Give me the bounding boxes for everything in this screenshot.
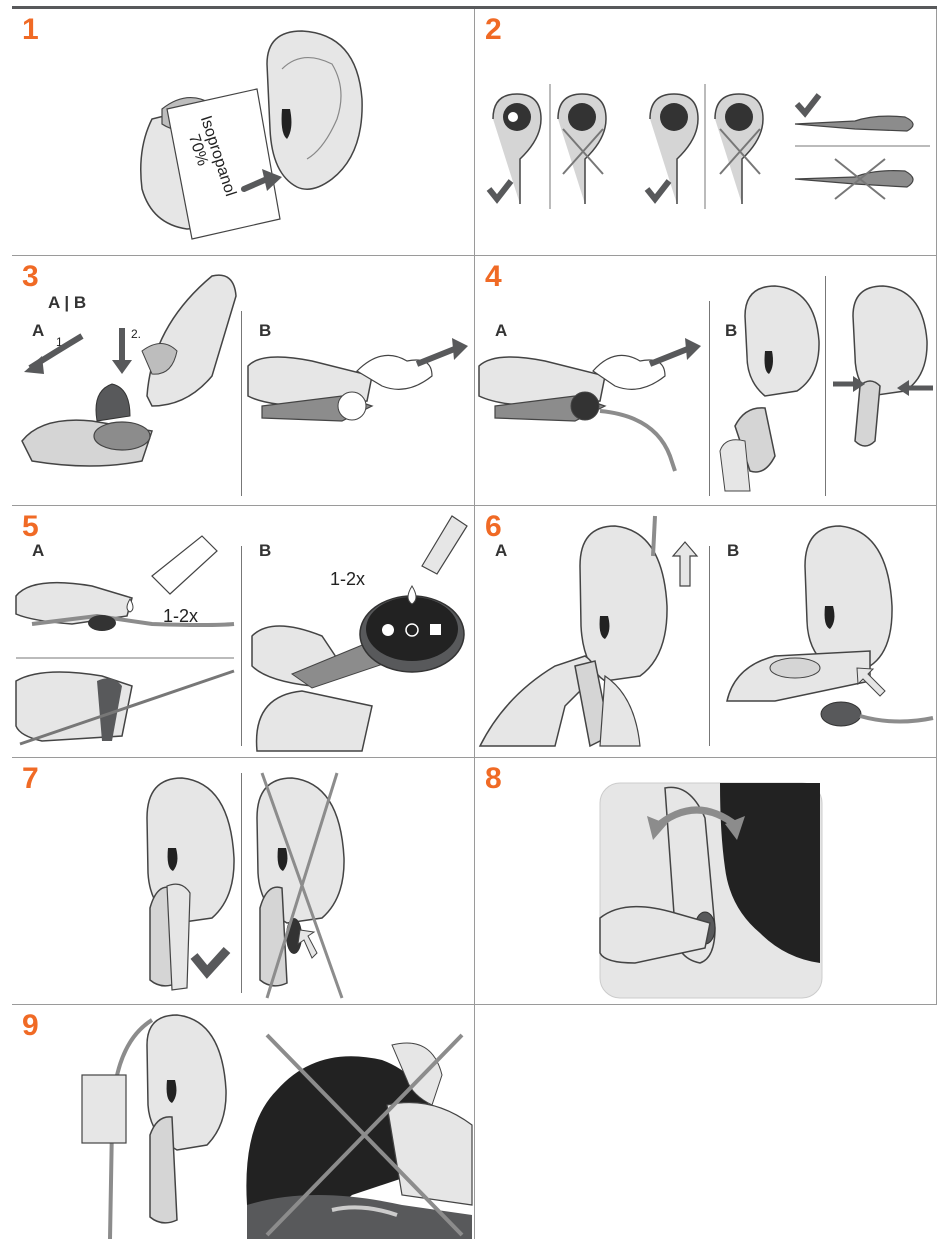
step-5-panel: 5 A B 1-2x 1-2x (12, 506, 475, 758)
sensor-correct-2 (650, 94, 698, 204)
empty-panel (475, 1005, 937, 1239)
step-1-panel: 1 Isopropanol 70% (12, 9, 475, 256)
step-9-panel: 9 (12, 1005, 475, 1239)
step-3-panel: 3 A | B A 1. 2. B (12, 256, 475, 506)
check-icon (647, 181, 669, 199)
step-2-panel: 2 (475, 9, 937, 256)
sensor-wrong-1 (558, 94, 606, 204)
instruction-grid: 1 Isopropanol 70% 2 (12, 9, 937, 1239)
step-8-panel: 8 (475, 758, 937, 1005)
drop-closeup-illustration (12, 506, 475, 758)
adjust-sensor-illustration (475, 758, 937, 1005)
arrow-icon (417, 348, 457, 364)
sensor-comparison-illustration (475, 9, 937, 256)
sensor-side-correct (795, 116, 913, 131)
sleeping-head-illustration (12, 1005, 475, 1239)
step-6-panel: 6 A B (475, 506, 937, 758)
step-4-panel: 4 A B (475, 256, 937, 506)
sensor-wrong-2 (715, 94, 763, 204)
check-icon (797, 95, 819, 113)
sensor-correct-1 (493, 94, 541, 204)
clip-pad-illustration (12, 256, 475, 506)
check-icon (489, 181, 511, 199)
ear-clip-illustration (475, 256, 937, 506)
step-7-panel: 7 (12, 758, 475, 1005)
incorrect-placement-illustration (12, 758, 475, 1005)
ear-illustration (12, 9, 475, 256)
sensor-attach-illustration (475, 506, 937, 758)
drop-icon (408, 586, 416, 604)
